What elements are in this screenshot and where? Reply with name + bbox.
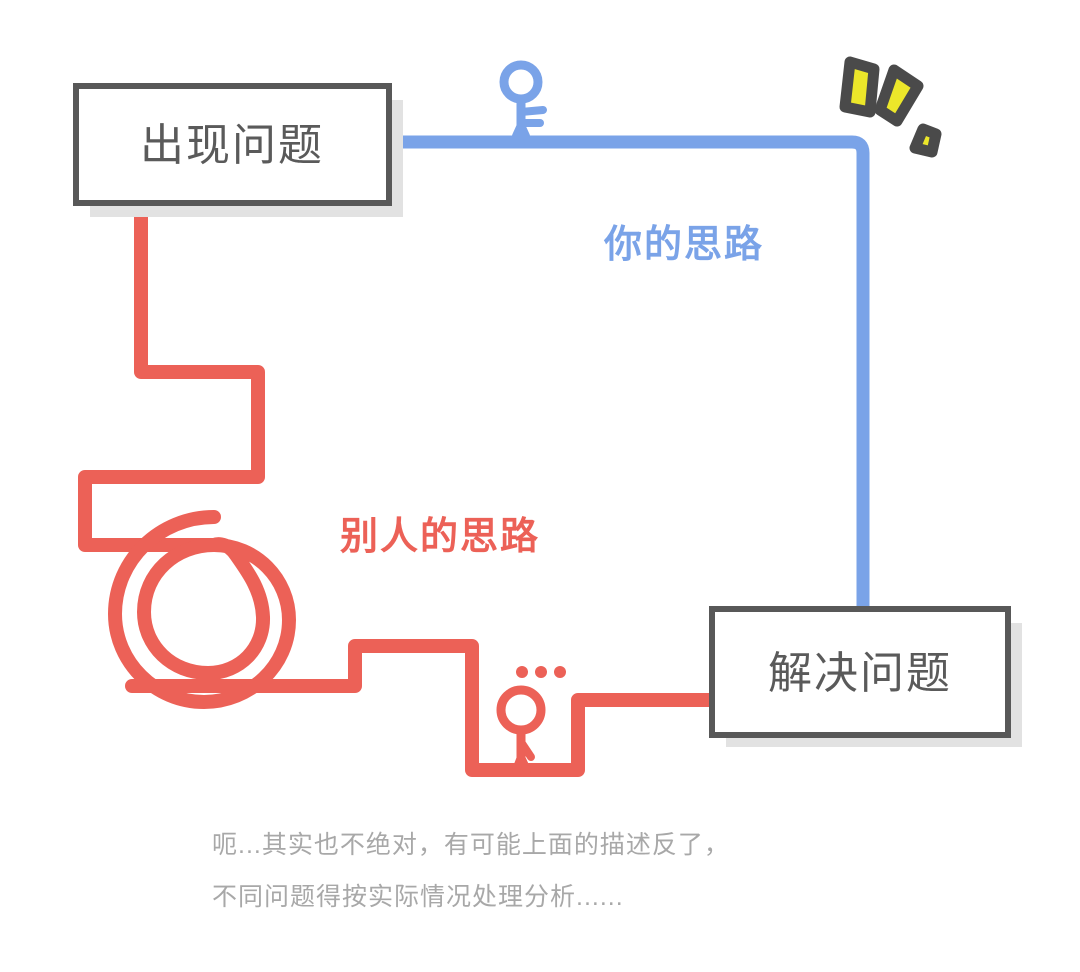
red-path-segment-upper <box>78 196 265 552</box>
celebration-sparks <box>839 56 942 158</box>
spark-icon-right <box>909 123 942 158</box>
red-path-segment-lower <box>125 639 719 777</box>
spark-icon-left <box>839 56 880 118</box>
stick-figure-on-blue-path <box>499 60 547 141</box>
stick-figure-on-red-path <box>496 666 566 775</box>
blue-path-label: 你的思路 <box>603 224 764 266</box>
caption-line-1: 呃...其实也不绝对，有可能上面的描述反了， <box>212 831 730 859</box>
spark-icon-middle <box>874 64 924 127</box>
red-figure-dot-3 <box>554 666 566 678</box>
blue-figure-arm-upper <box>517 106 547 116</box>
red-figure-dot-1 <box>516 666 528 678</box>
start-box[interactable] <box>73 83 392 206</box>
blue-figure-legs <box>512 115 530 140</box>
end-box-label: 解决问题 <box>768 649 952 698</box>
caption-line-2: 不同问题得按实际情况处理分析...... <box>212 883 624 911</box>
blue-path-line <box>389 135 870 609</box>
blue-figure-head <box>499 60 543 104</box>
red-path-label: 别人的思路 <box>340 516 540 558</box>
red-figure-head <box>496 685 546 735</box>
red-path-spiral <box>108 510 296 709</box>
red-figure-dot-2 <box>535 666 547 678</box>
red-figure-legs <box>512 746 531 774</box>
red-figure-arm <box>517 738 535 761</box>
start-box-label: 出现问题 <box>140 121 324 170</box>
end-box[interactable] <box>709 606 1011 738</box>
